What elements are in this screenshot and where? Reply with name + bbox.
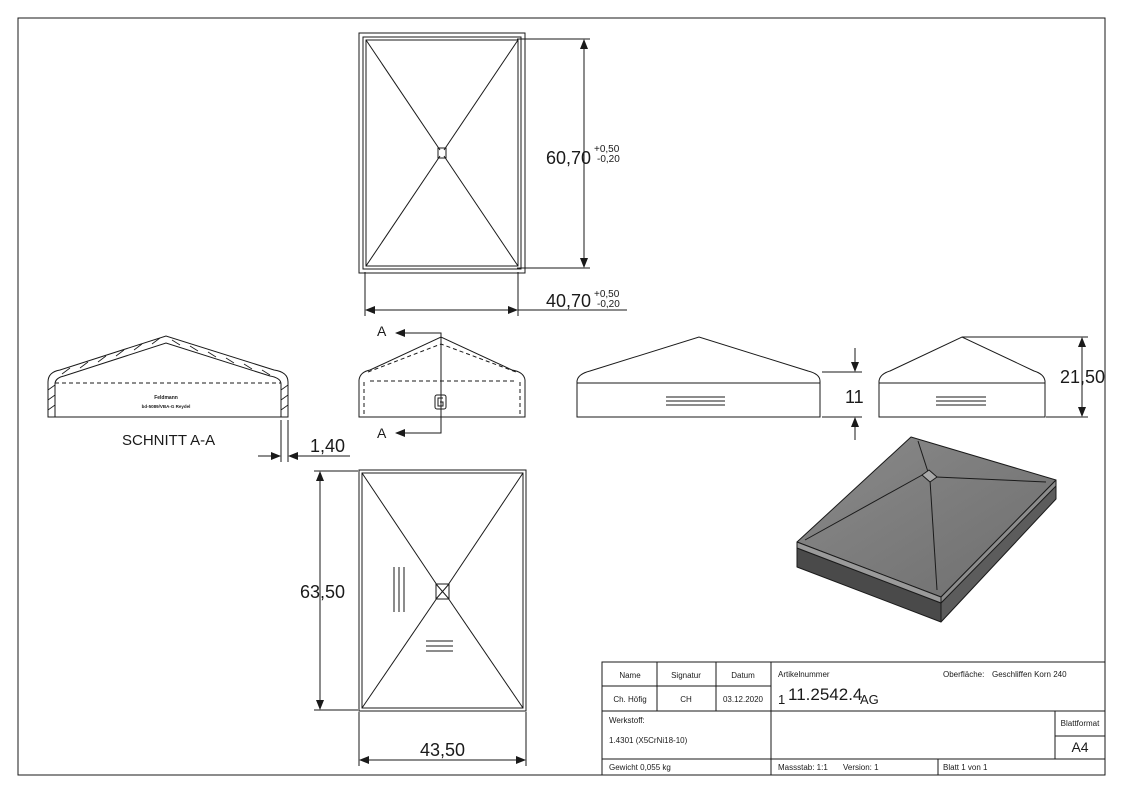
section-title: SCHNITT A-A bbox=[122, 432, 215, 449]
tb-name-header: Name bbox=[619, 671, 641, 680]
tb-format-label: Blattformat bbox=[1061, 719, 1100, 728]
dim-top-width-tol-minus: -0,20 bbox=[597, 299, 620, 310]
dim-top-width-tol-plus: +0,50 bbox=[594, 289, 620, 300]
dim-top-height-tol-minus: -0,20 bbox=[597, 154, 620, 165]
side-view-long bbox=[576, 336, 821, 418]
dim-bottom-width-value: 43,50 bbox=[420, 740, 465, 760]
engraving-line1: Feldmann bbox=[154, 395, 178, 401]
isometric-view bbox=[796, 436, 1057, 623]
section-mark-top: A bbox=[377, 323, 387, 339]
tb-signature-value: CH bbox=[680, 695, 692, 704]
dim-total-height-value: 21,50 bbox=[1060, 367, 1105, 387]
section-arrows bbox=[395, 329, 420, 437]
tb-article-suffix: AG bbox=[860, 692, 879, 707]
tb-format-value: A4 bbox=[1071, 739, 1088, 755]
tb-surface-label: Oberfläche: bbox=[943, 670, 984, 679]
dim-total-height bbox=[962, 336, 1088, 418]
front-view bbox=[358, 332, 526, 434]
tb-sheet: Blatt 1 von 1 bbox=[943, 763, 988, 772]
dim-side-height-value: 11 bbox=[845, 387, 864, 407]
tb-material-label: Werkstoff: bbox=[609, 716, 645, 725]
dim-bottom-height bbox=[314, 470, 358, 711]
dim-side-height bbox=[822, 348, 862, 440]
dim-bottom-width bbox=[358, 712, 527, 766]
tb-article-number: 11.2542.4 bbox=[788, 685, 862, 704]
dim-top-width bbox=[364, 272, 627, 316]
tb-date-header: Datum bbox=[731, 671, 755, 680]
tb-material-value: 1.4301 (X5CrNi18-10) bbox=[609, 736, 688, 745]
tb-version: Version: 1 bbox=[843, 763, 879, 772]
engraving-line2: bd-5089/VBA-G Reydel bbox=[142, 404, 191, 409]
sheet-border bbox=[17, 17, 1106, 776]
section-mark-bottom: A bbox=[377, 425, 387, 441]
dim-top-height bbox=[517, 38, 590, 269]
tb-signature-header: Signatur bbox=[671, 671, 701, 680]
bottom-view bbox=[358, 469, 527, 712]
tb-weight: Gewicht 0,055 kg bbox=[609, 763, 671, 772]
dim-top-height-tol-plus: +0,50 bbox=[594, 144, 620, 155]
tb-date-value: 03.12.2020 bbox=[723, 695, 764, 704]
tb-scale: Massstab: 1:1 bbox=[778, 763, 828, 772]
side-view-short bbox=[878, 336, 1046, 418]
dim-bottom-height-value: 63,50 bbox=[300, 582, 345, 602]
tb-article-prefix: 1 bbox=[778, 692, 785, 707]
dim-thickness-value: 1,40 bbox=[310, 436, 345, 456]
section-view bbox=[47, 335, 289, 418]
dim-thickness bbox=[258, 420, 350, 462]
dim-top-height-value: 60,70 bbox=[546, 148, 591, 168]
tb-name-value: Ch. Höfig bbox=[613, 695, 646, 704]
dim-top-width-value: 40,70 bbox=[546, 291, 591, 311]
tb-article-label: Artikelnummer bbox=[778, 670, 830, 679]
tb-surface-value: Geschliffen Korn 240 bbox=[992, 670, 1067, 679]
top-view bbox=[358, 32, 526, 274]
title-block bbox=[601, 661, 1106, 776]
